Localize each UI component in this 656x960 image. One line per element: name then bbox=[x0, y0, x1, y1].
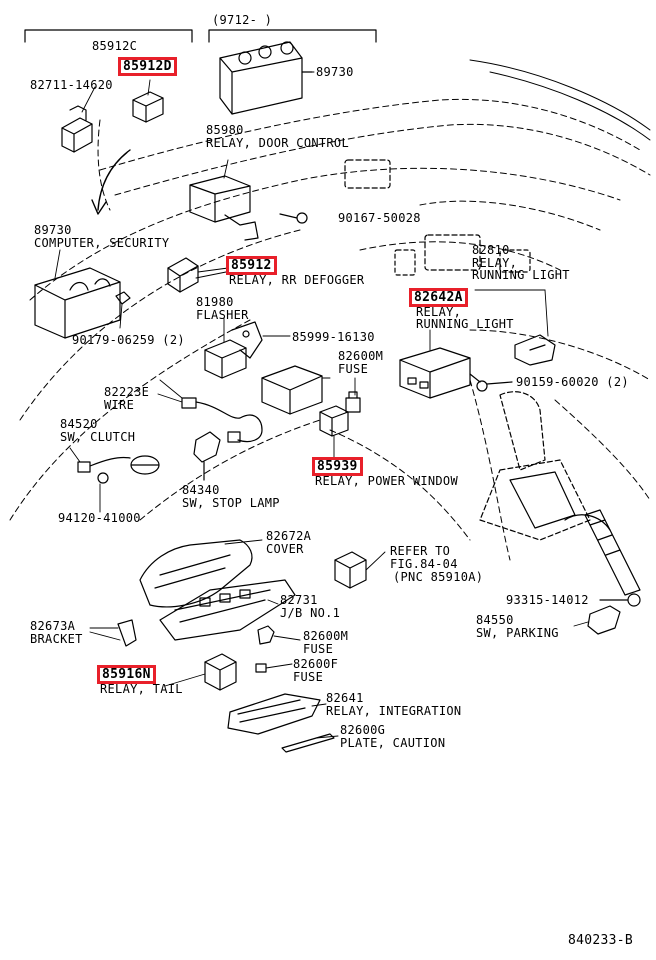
relay-82642a-shape bbox=[399, 347, 471, 399]
figure-code: 840233-B bbox=[568, 933, 634, 948]
screw-90159 bbox=[469, 373, 513, 392]
header-date-range: (9712- ) bbox=[212, 13, 273, 27]
windshield bbox=[469, 59, 651, 131]
bracket-82810 bbox=[514, 334, 556, 366]
part-desc-82600m-upper: FUSE bbox=[338, 362, 369, 376]
cover-82672a-shape bbox=[139, 539, 253, 608]
console-shape bbox=[479, 391, 611, 541]
part-number-85912d[interactable]: 85912D bbox=[118, 57, 177, 76]
part-desc-84340: SW, STOP LAMP bbox=[182, 496, 280, 510]
bracket-85999 bbox=[231, 321, 263, 359]
fuse-82600m-lower bbox=[257, 625, 275, 645]
relay-85910a-shape bbox=[334, 551, 367, 589]
module-89730-top bbox=[219, 41, 313, 115]
part-number-82641[interactable]: 82641 bbox=[326, 691, 364, 705]
part-number-85912c[interactable]: 85912C bbox=[92, 39, 138, 53]
part-desc-84520: SW, CLUTCH bbox=[60, 430, 136, 444]
part-number-85939[interactable]: 85939 bbox=[312, 457, 363, 476]
dashboard-outline bbox=[9, 98, 651, 561]
flasher-81980-shape bbox=[204, 339, 247, 379]
fuse-82600f bbox=[255, 663, 267, 673]
relay-85912-shape bbox=[167, 257, 199, 293]
relay-85980-shape bbox=[189, 175, 259, 241]
junction-block-82731 bbox=[159, 579, 296, 641]
refer-to-figure-link[interactable]: FIG.84-04 bbox=[390, 557, 458, 571]
part-number-89730-top[interactable]: 89730 bbox=[316, 65, 354, 79]
switch-84520-shape bbox=[77, 455, 160, 484]
part-number-90159-60020[interactable]: 90159-60020 (2) bbox=[516, 375, 629, 389]
part-number-84340[interactable]: 84340 bbox=[182, 483, 220, 497]
part-number-94120-41000[interactable]: 94120-41000 bbox=[58, 511, 141, 525]
switch-84550-shape bbox=[587, 605, 621, 635]
relay-center-shape bbox=[261, 365, 323, 415]
bracket-left-top bbox=[24, 29, 193, 43]
part-number-82731[interactable]: 82731 bbox=[280, 593, 318, 607]
part-number-85999-16130[interactable]: 85999-16130 bbox=[292, 330, 375, 344]
refer-to-pnc: (PNC 85910A) bbox=[393, 570, 484, 584]
relay-85939-shape bbox=[319, 405, 349, 437]
part-number-89730-left[interactable]: 89730 bbox=[34, 223, 72, 237]
part-desc-82600m-lower: FUSE bbox=[303, 642, 334, 656]
part-number-90179-06259[interactable]: 90179-06259 (2) bbox=[72, 333, 185, 347]
part-desc-85980: RELAY, DOOR CONTROL bbox=[206, 136, 349, 150]
part-number-82600g[interactable]: 82600G bbox=[340, 723, 386, 737]
wire-82223e bbox=[181, 397, 263, 443]
module-89730-left bbox=[34, 267, 121, 339]
relay-82641-shape bbox=[227, 693, 321, 735]
part-number-90167-50028[interactable]: 90167-50028 bbox=[338, 211, 421, 225]
part-number-82223e[interactable]: 82223E bbox=[104, 385, 150, 399]
part-desc-82600g: PLATE, CAUTION bbox=[340, 736, 446, 750]
switch-84340-shape bbox=[193, 431, 221, 481]
parking-brake-lever bbox=[584, 509, 641, 596]
part-number-85980[interactable]: 85980 bbox=[206, 123, 244, 137]
part-desc-82810: RELAY, bbox=[472, 256, 518, 270]
part-number-82810[interactable]: 82810 bbox=[472, 243, 510, 257]
part-desc-89730-left: COMPUTER, SECURITY bbox=[34, 236, 170, 250]
part-number-82673a[interactable]: 82673A bbox=[30, 619, 76, 633]
part-number-82672a[interactable]: 82672A bbox=[266, 529, 312, 543]
bracket-82673a-shape bbox=[117, 619, 137, 647]
part-number-85912[interactable]: 85912 bbox=[226, 256, 277, 275]
relay-85912d-shape bbox=[132, 91, 164, 123]
part-desc-82673a: BRACKET bbox=[30, 632, 83, 646]
nut-90179 bbox=[115, 291, 131, 329]
part-number-82600f[interactable]: 82600F bbox=[293, 657, 339, 671]
refer-to-label: REFER TO bbox=[390, 544, 451, 558]
relay-85916n-shape bbox=[204, 653, 237, 691]
part-desc-85939: RELAY, POWER WINDOW bbox=[315, 474, 458, 488]
part-number-84550[interactable]: 84550 bbox=[476, 613, 514, 627]
part-desc-85916n: RELAY, TAIL bbox=[100, 682, 183, 696]
part-desc-82223e: WIRE bbox=[104, 398, 135, 412]
part-desc-84550: SW, PARKING bbox=[476, 626, 559, 640]
part-desc-82600f: FUSE bbox=[293, 670, 324, 684]
part-number-93315-14012[interactable]: 93315-14012 bbox=[506, 593, 589, 607]
part-desc-82672a: COVER bbox=[266, 542, 304, 556]
part-number-81980[interactable]: 81980 bbox=[196, 295, 234, 309]
relay-85912c-shape bbox=[61, 105, 93, 153]
part-number-84520[interactable]: 84520 bbox=[60, 417, 98, 431]
part-desc-82731: J/B NO.1 bbox=[280, 606, 341, 620]
part-number-82642a[interactable]: 82642A bbox=[409, 288, 468, 307]
part-number-85916n[interactable]: 85916N bbox=[97, 665, 156, 684]
part-desc2-82642a: RUNNING LIGHT bbox=[416, 317, 514, 331]
arrow-curve bbox=[97, 149, 131, 211]
part-desc-82642a: RELAY, bbox=[416, 305, 462, 319]
part-desc-81980: FLASHER bbox=[196, 308, 249, 322]
part-number-82600m-lower[interactable]: 82600M bbox=[303, 629, 349, 643]
screw-93315 bbox=[599, 593, 641, 607]
part-desc-82641: RELAY, INTEGRATION bbox=[326, 704, 462, 718]
screw-90167 bbox=[279, 212, 308, 224]
part-number-82711-14620[interactable]: 82711-14620 bbox=[30, 78, 113, 92]
plate-82600g bbox=[281, 733, 335, 753]
part-number-82600m-upper[interactable]: 82600M bbox=[338, 349, 384, 363]
bracket-right-top bbox=[208, 29, 377, 43]
fuse-82600m-upper bbox=[345, 391, 361, 413]
part-desc-85912: RELAY, RR DEFOGGER bbox=[229, 273, 365, 287]
part-desc2-82810: RUNNING LIGHT bbox=[472, 268, 570, 282]
